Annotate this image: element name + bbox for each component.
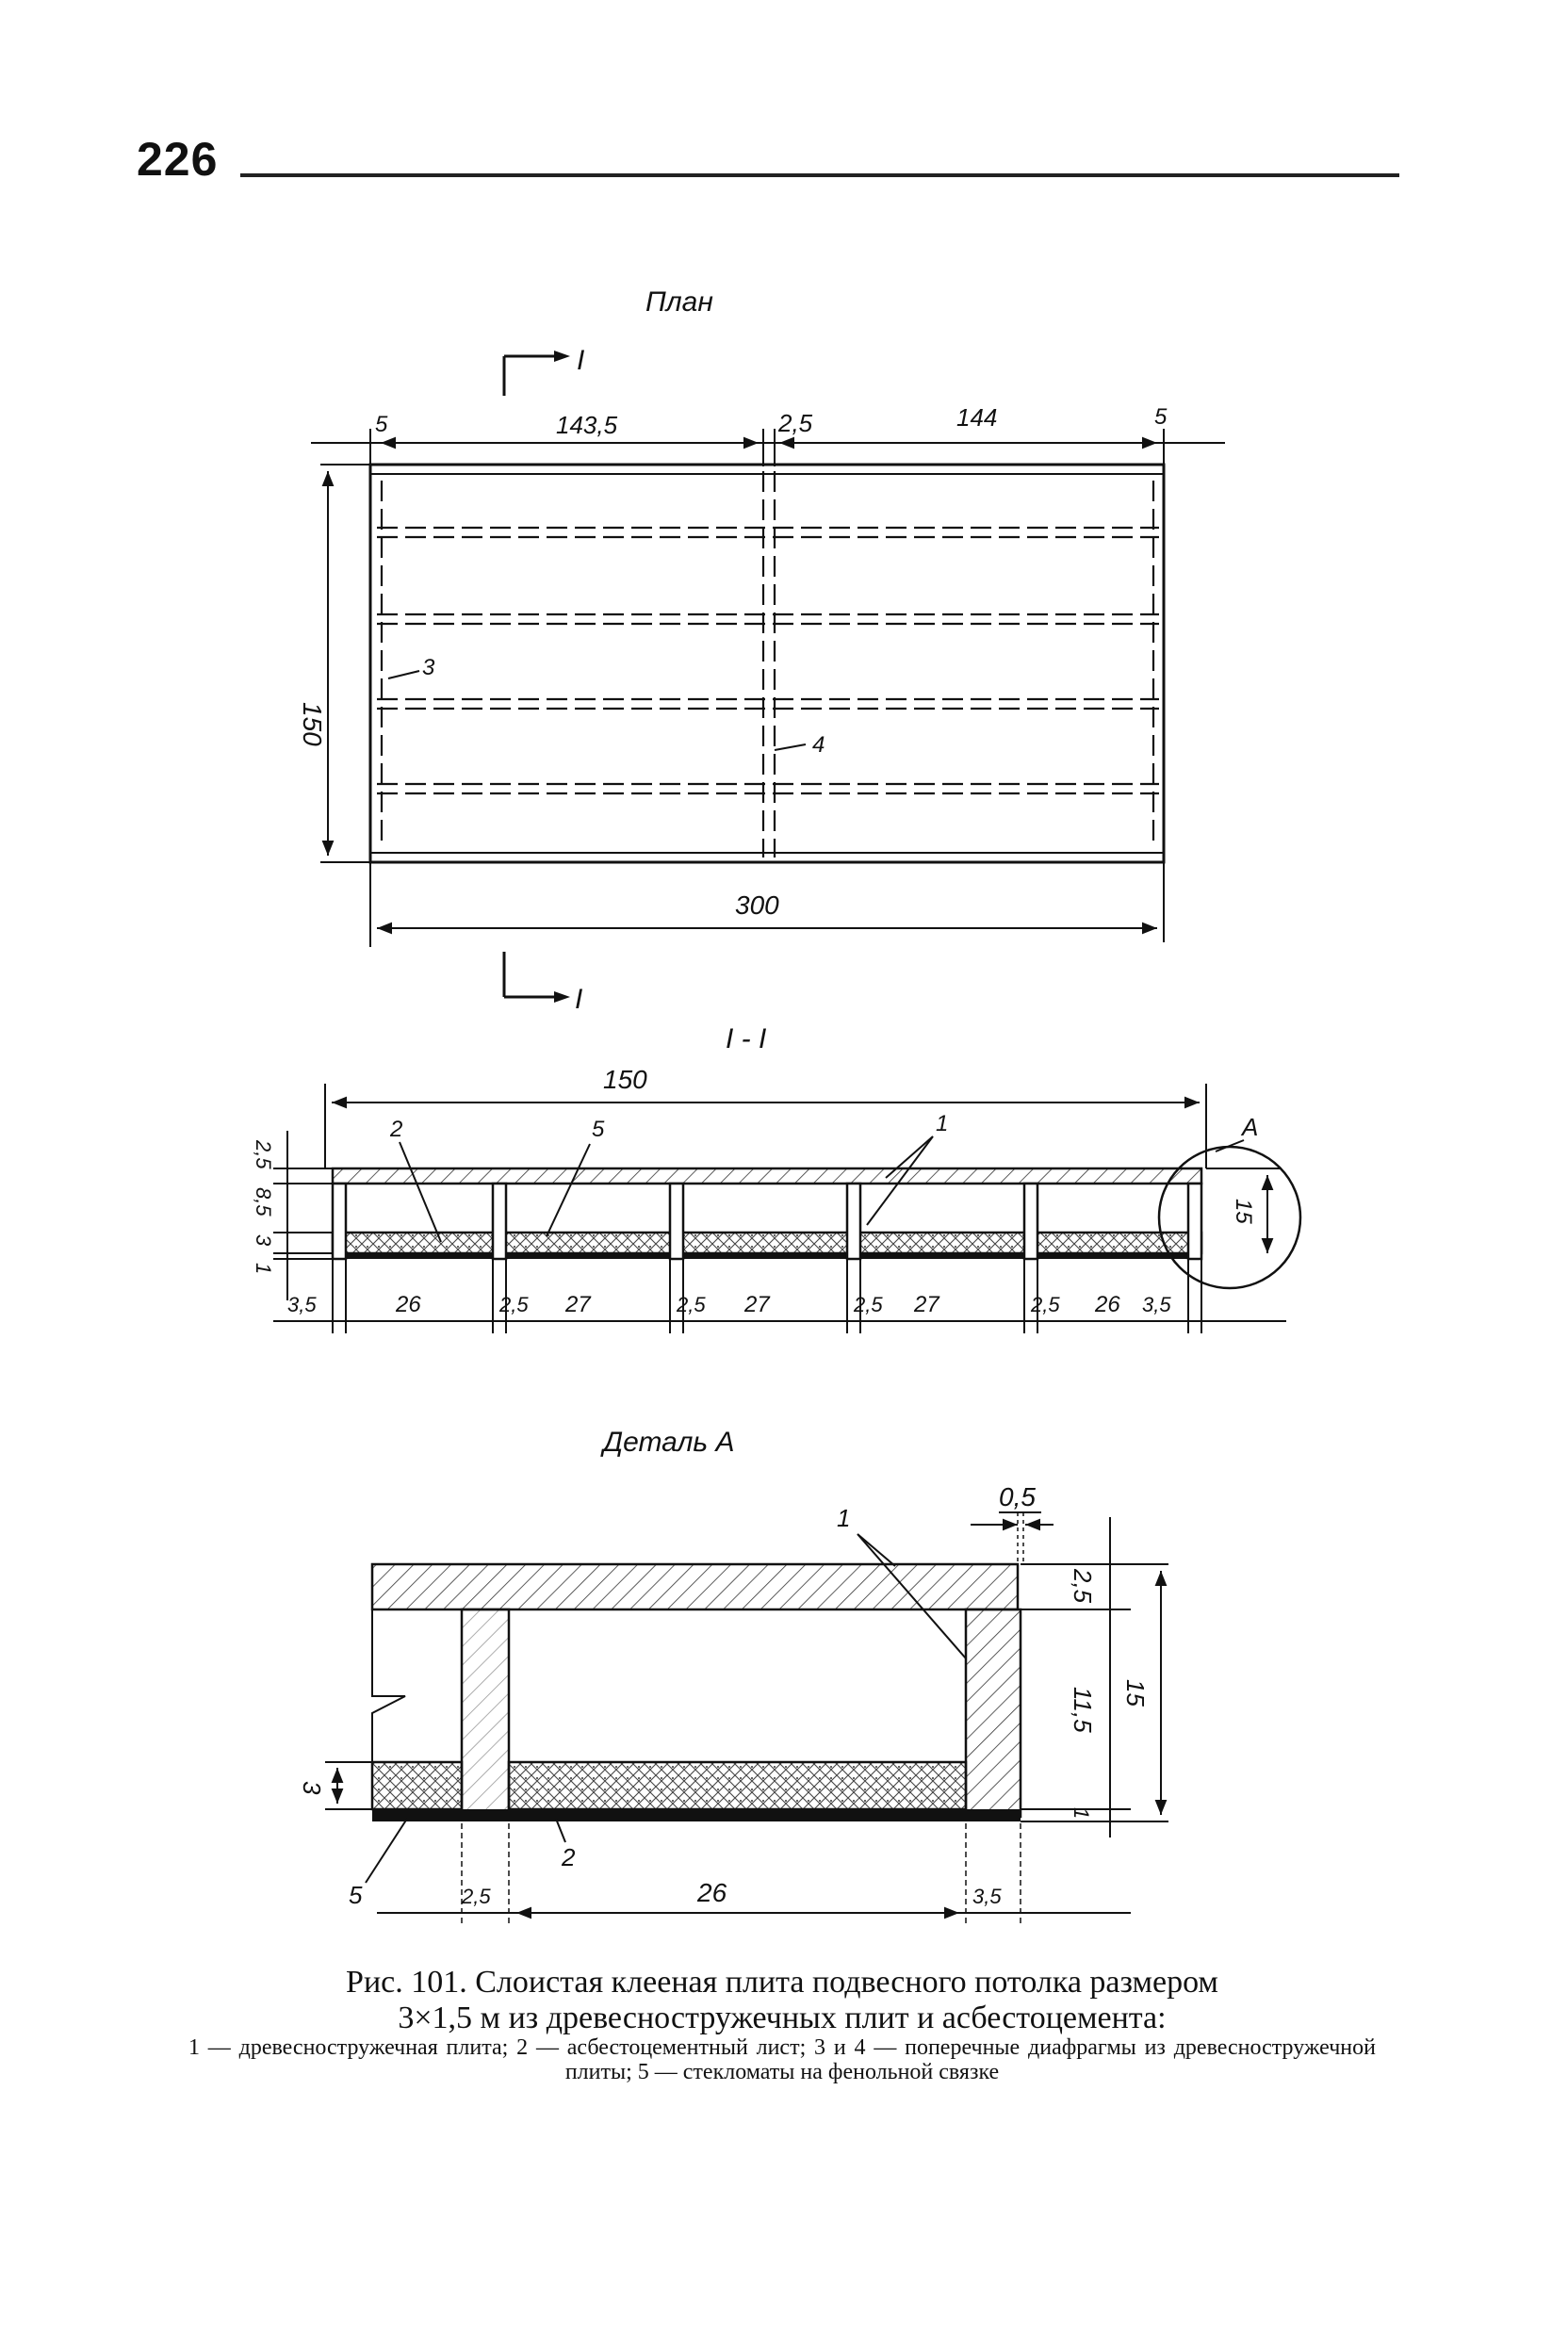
svg-text:I: I — [577, 345, 584, 376]
section-mark-top: I — [502, 345, 584, 396]
svg-text:300: 300 — [735, 890, 779, 920]
detail-break-line — [371, 1609, 406, 1762]
section-dim-right: 15 — [1231, 1199, 1256, 1224]
svg-text:2,5: 2,5 — [1069, 1568, 1097, 1604]
plan-callout-3: 3 — [422, 655, 435, 680]
svg-text:2,5: 2,5 — [676, 1293, 706, 1316]
svg-text:2,5: 2,5 — [252, 1139, 275, 1169]
svg-text:27: 27 — [564, 1292, 592, 1317]
detail-left-dimension: 3 — [298, 1761, 372, 1810]
section-callout-2: 2 — [389, 1117, 402, 1142]
detail-right-dimensions: 2,5 11,5 1 15 — [1021, 1517, 1168, 1838]
svg-text:3,5: 3,5 — [1142, 1293, 1171, 1316]
svg-text:150: 150 — [298, 702, 327, 746]
detail-bottom-dimensions: 2,5 26 3,5 — [377, 1823, 1131, 1927]
svg-text:I: I — [575, 984, 582, 1015]
section-top-sheet — [331, 1167, 1203, 1185]
svg-text:27: 27 — [743, 1292, 771, 1317]
section-ribs — [331, 1182, 1203, 1261]
detail-bottom-sheet — [372, 1809, 1021, 1821]
section-callout-5: 5 — [592, 1117, 605, 1142]
plan-height-dimension: 150 — [298, 464, 372, 863]
page-number: 226 — [137, 133, 219, 186]
section-bottom-sheet — [333, 1253, 1201, 1259]
detail-left-rib — [460, 1608, 511, 1819]
detail-callout-5: 5 — [349, 1881, 363, 1909]
plan-dim-2: 143,5 — [556, 411, 618, 439]
plan-outline — [368, 463, 1166, 864]
detail-callout-2: 2 — [561, 1843, 576, 1871]
detail-title: Деталь А — [600, 1427, 735, 1458]
svg-text:2,5: 2,5 — [498, 1293, 529, 1316]
svg-text:15: 15 — [1121, 1679, 1150, 1707]
caption-line-2: 3×1,5 м из древесностружечных плит и асб… — [398, 2001, 1167, 2035]
svg-text:2,5: 2,5 — [853, 1293, 883, 1316]
section-bottom-dimensions: 3,5 26 2,5 27 2,5 27 2,5 27 2,5 26 3,5 — [273, 1259, 1286, 1333]
svg-text:2,5: 2,5 — [461, 1885, 491, 1908]
svg-text:26: 26 — [696, 1878, 727, 1907]
figure-caption-legend: 1 — древесностружечная плита; 2 — асбест… — [188, 2035, 1376, 2084]
svg-text:26: 26 — [395, 1292, 421, 1317]
plan-title: План — [645, 286, 713, 318]
detail-callout-1: 1 — [837, 1504, 850, 1532]
header-rule — [240, 173, 1399, 177]
svg-text:3,5: 3,5 — [287, 1293, 317, 1316]
svg-text:150: 150 — [603, 1065, 647, 1094]
plan-dim-4: 144 — [956, 403, 997, 432]
svg-text:2,5: 2,5 — [1030, 1293, 1060, 1316]
svg-text:3: 3 — [252, 1234, 275, 1247]
svg-text:1: 1 — [1070, 1807, 1093, 1819]
plan-width-dimension: 300 — [369, 862, 1165, 947]
svg-text:0,5: 0,5 — [999, 1482, 1036, 1511]
svg-text:26: 26 — [1094, 1292, 1120, 1317]
section-left-dimensions: 2,5 8,5 3 1 — [252, 1131, 333, 1300]
plan-dim-3: 2,5 — [777, 409, 813, 437]
plan-callout-4: 4 — [812, 732, 825, 758]
plan-top-dimensions: 5 143,5 2,5 144 5 — [311, 403, 1225, 466]
figure-caption-title: Рис. 101. Слоистая клееная плита подвесн… — [188, 1965, 1376, 2036]
section-mark-bottom: I — [502, 952, 582, 1015]
detail-mats-main — [507, 1760, 968, 1811]
svg-text:11,5: 11,5 — [1069, 1687, 1097, 1733]
section-title: I - I — [726, 1023, 766, 1054]
svg-text:3: 3 — [298, 1781, 326, 1795]
detail-right-rib — [964, 1608, 1022, 1819]
detail-top-dimension: 0,5 — [971, 1482, 1054, 1564]
svg-text:8,5: 8,5 — [252, 1187, 275, 1217]
section-overall-dimension: 150 — [324, 1065, 1207, 1168]
plan-dim-5: 5 — [1154, 404, 1168, 430]
detail-top-sheet — [370, 1562, 1020, 1611]
svg-text:3,5: 3,5 — [972, 1885, 1002, 1908]
section-mats-layer — [331, 1231, 1203, 1255]
section-callout-a: A — [1240, 1113, 1258, 1141]
section-callout-1: 1 — [936, 1111, 948, 1136]
plan-dim-1: 5 — [375, 412, 388, 437]
detail-mats-left — [370, 1760, 464, 1811]
plan-diaphragms — [377, 471, 1159, 858]
caption-line-1: Рис. 101. Слоистая клееная плита подвесн… — [346, 1965, 1218, 2000]
svg-text:1: 1 — [252, 1263, 275, 1274]
svg-text:27: 27 — [913, 1292, 940, 1317]
